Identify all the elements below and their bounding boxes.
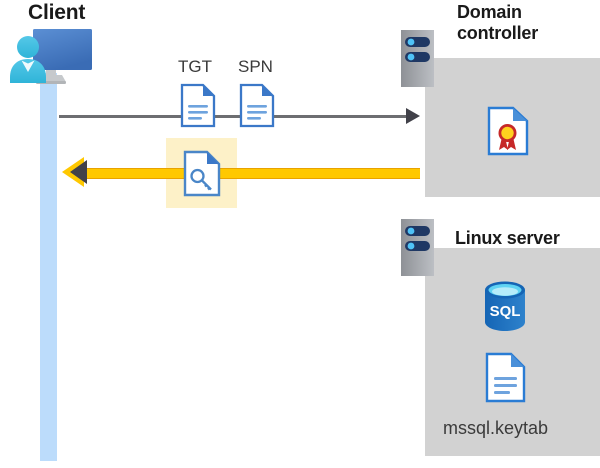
tgt-document-icon [180,83,216,128]
client-computer-user-icon [8,27,94,89]
request-arrow-line [59,115,412,118]
keytab-document-icon [485,352,526,403]
spn-label: SPN [238,57,273,76]
domain-controller-title: Domain controller [457,2,539,43]
certificate-icon [487,106,529,156]
request-arrow-head-icon [406,108,420,124]
response-arrow-head-icon [70,160,87,184]
tgt-label: TGT [178,57,212,76]
sql-database-icon: SQL [482,280,528,332]
sql-database-label: SQL [490,303,521,320]
keytab-filename-label: mssql.keytab [443,418,549,438]
linux-server-server-rack-icon [401,219,434,276]
spn-document-icon [239,83,275,128]
client-lifeline [40,73,57,461]
domain-controller-server-rack-icon [401,30,434,87]
client-title: Client [28,1,86,24]
response-arrow-line [80,168,420,179]
service-ticket-key-document-icon [183,150,221,197]
linux-server-title: Linux server [455,228,560,248]
